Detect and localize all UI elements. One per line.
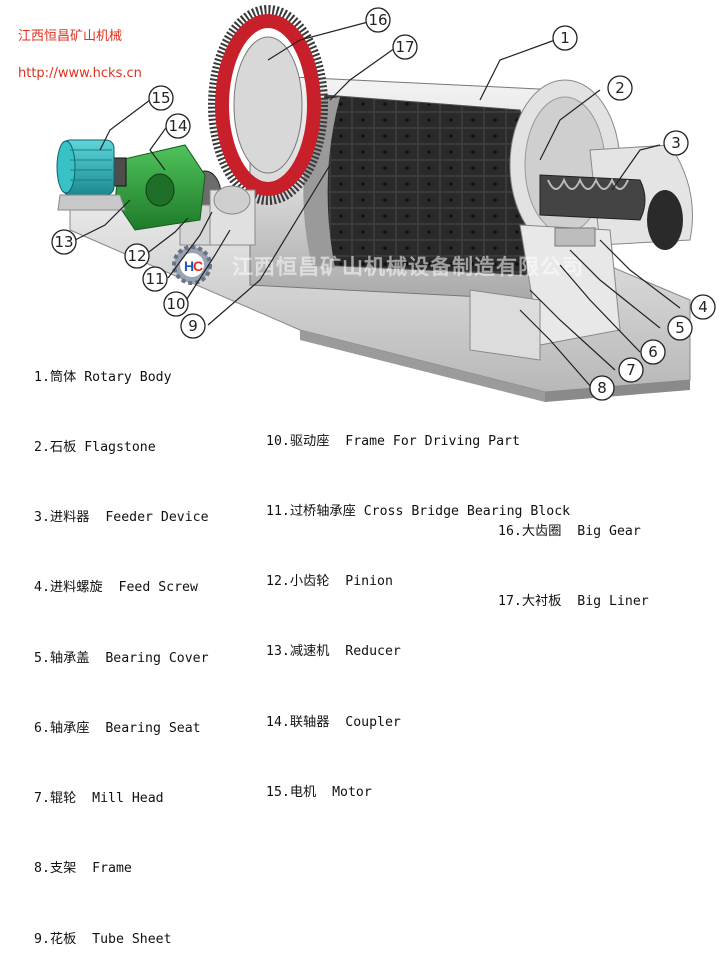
big-gear bbox=[208, 5, 328, 205]
leader-lines bbox=[74, 21, 681, 389]
callout-number: 10 bbox=[166, 295, 185, 313]
callout-number: 2 bbox=[615, 79, 625, 97]
motor bbox=[56, 139, 126, 211]
callout-10: 10 bbox=[163, 291, 189, 317]
callout-number: 16 bbox=[368, 11, 387, 29]
legend-item: 15.电机 Motor bbox=[266, 784, 372, 800]
callout-11: 11 bbox=[142, 266, 168, 292]
brand-url: http://www.hcks.cn bbox=[18, 66, 142, 81]
callout-12: 12 bbox=[124, 243, 150, 269]
callout-3: 3 bbox=[663, 130, 689, 156]
legend-item: 11.过桥轴承座 Cross Bridge Bearing Block bbox=[266, 504, 571, 520]
legend-item: 14.联轴器 Coupler bbox=[266, 714, 401, 730]
bearing-seat bbox=[469, 224, 621, 361]
brand-name: 江西恒昌矿山机械 bbox=[18, 29, 123, 44]
legend-item: 7.辊轮 Mill Head bbox=[34, 791, 164, 807]
legend-right: 16.大齿圈 Big Gear 17.大衬板 Big Liner bbox=[498, 473, 649, 637]
legend-item: 13.减速机 Reducer bbox=[266, 644, 401, 660]
svg-text:C: C bbox=[193, 258, 203, 274]
legend-item: 9.花板 Tube Sheet bbox=[34, 931, 172, 947]
legend-item: 6.轴承座 Bearing Seat bbox=[34, 720, 201, 736]
callout-number: 11 bbox=[145, 270, 164, 288]
callout-number: 15 bbox=[151, 89, 170, 107]
callout-number: 5 bbox=[675, 319, 685, 337]
legend-item: 8.支架 Frame bbox=[34, 861, 132, 877]
feeder-device bbox=[539, 144, 693, 250]
legend-left: 1.筒体 Rotary Body 2.石板 Flagstone 3.进料器 Fe… bbox=[34, 319, 209, 974]
callout-8: 8 bbox=[589, 375, 615, 401]
callout-number: 6 bbox=[648, 343, 658, 361]
callout-14: 14 bbox=[165, 113, 191, 139]
callout-9: 9 bbox=[180, 313, 206, 339]
callout-2: 2 bbox=[607, 75, 633, 101]
callout-number: 17 bbox=[395, 38, 414, 56]
callout-5: 5 bbox=[667, 315, 693, 341]
callout-15: 15 bbox=[148, 85, 174, 111]
legend-item: 10.驱动座 Frame For Driving Part bbox=[266, 433, 520, 449]
callout-13: 13 bbox=[51, 229, 77, 255]
legend-item: 17.大衬板 Big Liner bbox=[498, 594, 649, 610]
callout-number: 1 bbox=[560, 29, 570, 47]
callout-number: 4 bbox=[698, 298, 708, 316]
legend-item: 3.进料器 Feeder Device bbox=[34, 510, 209, 526]
hc-logo: H C bbox=[172, 245, 212, 285]
callout-1: 1 bbox=[552, 25, 578, 51]
callout-number: 3 bbox=[671, 134, 681, 152]
callout-number: 8 bbox=[597, 379, 607, 397]
legend-item: 1.筒体 Rotary Body bbox=[34, 369, 172, 385]
callout-number: 14 bbox=[168, 117, 187, 135]
callout-4: 4 bbox=[690, 294, 716, 320]
callout-number: 9 bbox=[188, 317, 198, 335]
reducer bbox=[114, 144, 206, 231]
svg-text:H: H bbox=[184, 258, 194, 274]
callout-6: 6 bbox=[640, 339, 666, 365]
legend-item: 2.石板 Flagstone bbox=[34, 440, 156, 456]
ball-mill-illustration: H C 江西恒昌矿山机械设备制造有限公司 1234567891011121314… bbox=[51, 5, 716, 402]
legend-item: 5.轴承盖 Bearing Cover bbox=[34, 650, 209, 666]
callout-16: 16 bbox=[365, 7, 391, 33]
callout-number: 7 bbox=[626, 361, 636, 379]
legend-item: 16.大齿圈 Big Gear bbox=[498, 523, 641, 539]
watermark: 江西恒昌矿山机械设备制造有限公司 bbox=[232, 255, 584, 279]
callout-number: 13 bbox=[54, 233, 73, 251]
legend-item: 4.进料螺旋 Feed Screw bbox=[34, 580, 198, 596]
callout-17: 17 bbox=[392, 34, 418, 60]
callout-7: 7 bbox=[618, 357, 644, 383]
callout-number: 12 bbox=[127, 247, 146, 265]
